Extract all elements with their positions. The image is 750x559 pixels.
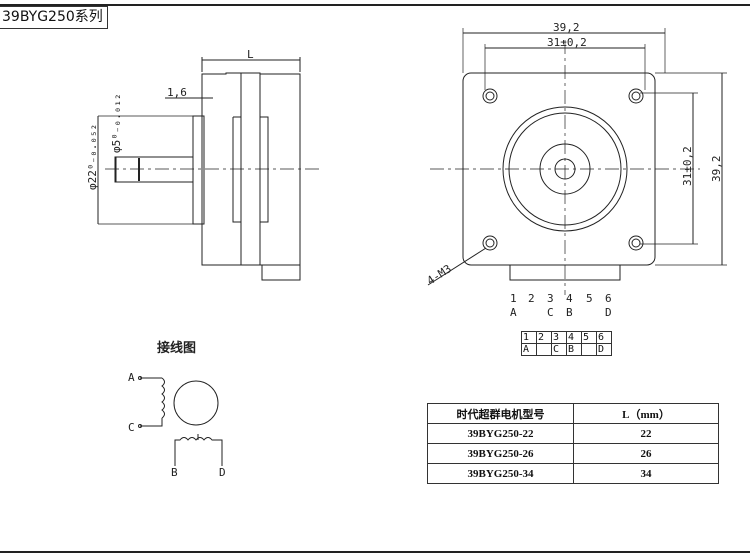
pin-cell: 6 bbox=[596, 331, 612, 344]
pin-number: 4 bbox=[566, 292, 573, 305]
model-cell: 39BYG250-22 bbox=[427, 423, 574, 444]
pin-cell: 5 bbox=[581, 331, 597, 344]
pin-number: 2 bbox=[528, 292, 535, 305]
pin-cell: D bbox=[596, 343, 612, 356]
pin-number: 5 bbox=[586, 292, 593, 305]
length-cell: 34 bbox=[573, 463, 719, 484]
length-cell: 26 bbox=[573, 443, 719, 464]
model-cell: 39BYG250-26 bbox=[427, 443, 574, 464]
pin-number: 6 bbox=[605, 292, 612, 305]
pin-cell bbox=[536, 343, 552, 356]
wiring-title: 接线图 bbox=[157, 340, 196, 356]
model-cell: 39BYG250-34 bbox=[427, 463, 574, 484]
mount-hole bbox=[482, 88, 498, 104]
model-table: 时代超群电机型号 L（mm） 39BYG250-22 22 39BYG250-2… bbox=[427, 403, 719, 484]
mount-hole bbox=[628, 235, 644, 251]
mount-hole bbox=[482, 235, 498, 251]
pin-labels: 1 2 3 4 5 6 A C B D bbox=[510, 292, 612, 319]
thread-label: 4-M3 bbox=[425, 262, 454, 287]
pin-cell: B bbox=[566, 343, 582, 356]
hole-spacing-dimension: 31±0,2 bbox=[547, 36, 587, 49]
header-length: L（mm） bbox=[573, 403, 719, 424]
shaft-diameter-label: φ5⁰₋₀.₀₁₂ bbox=[110, 93, 123, 153]
pin-cell: 3 bbox=[551, 331, 567, 344]
vertical-hole-spacing-dimension: 31±0,2 bbox=[681, 146, 694, 186]
wire-label-c: C bbox=[128, 421, 135, 434]
front-view: 39,2 31±0,2 31±0,2 39,2 4-M3 1 2 3 4 5 6… bbox=[425, 21, 727, 319]
pin-number: 3 bbox=[547, 292, 554, 305]
series-title: 39BYG250系列 bbox=[0, 6, 108, 29]
pin-letter: B bbox=[566, 306, 573, 319]
pin-cell bbox=[581, 343, 597, 356]
table-row: 39BYG250-26 26 bbox=[427, 443, 719, 464]
pin-number: 1 bbox=[510, 292, 517, 305]
table-header-row: 时代超群电机型号 L（mm） bbox=[427, 403, 719, 424]
table-row: 39BYG250-34 34 bbox=[427, 463, 719, 484]
pin-cell: A bbox=[521, 343, 537, 356]
pin-cell: 4 bbox=[566, 331, 582, 344]
pin-cell: C bbox=[551, 343, 567, 356]
header-model: 时代超群电机型号 bbox=[427, 403, 574, 424]
pin-letter: A bbox=[510, 306, 517, 319]
length-cell: 22 bbox=[573, 423, 719, 444]
length-label: L bbox=[247, 48, 254, 61]
flange-thickness-label: 1,6 bbox=[167, 86, 187, 99]
height-dimension: 39,2 bbox=[710, 156, 723, 183]
wiring-diagram: 接线图 A C B D bbox=[128, 340, 226, 479]
wire-label-b: B bbox=[171, 466, 178, 479]
pin-cell: 1 bbox=[521, 331, 537, 344]
boss-diameter-label: φ22⁰₋₀.₀₅₂ bbox=[86, 124, 99, 190]
width-dimension: 39,2 bbox=[553, 21, 580, 34]
pin-cell: 2 bbox=[536, 331, 552, 344]
mount-hole bbox=[628, 88, 644, 104]
wire-label-a: A bbox=[128, 371, 135, 384]
wire-label-d: D bbox=[219, 466, 226, 479]
pin-table: 1 2 3 4 5 6 A C B D bbox=[521, 331, 612, 356]
side-view: L 1,6 φ5⁰₋₀.₀₁₂ φ22⁰₋₀.₀₅₂ bbox=[86, 48, 320, 281]
pin-letter: C bbox=[547, 306, 554, 319]
table-row: 39BYG250-22 22 bbox=[427, 423, 719, 444]
pin-letter: D bbox=[605, 306, 612, 319]
